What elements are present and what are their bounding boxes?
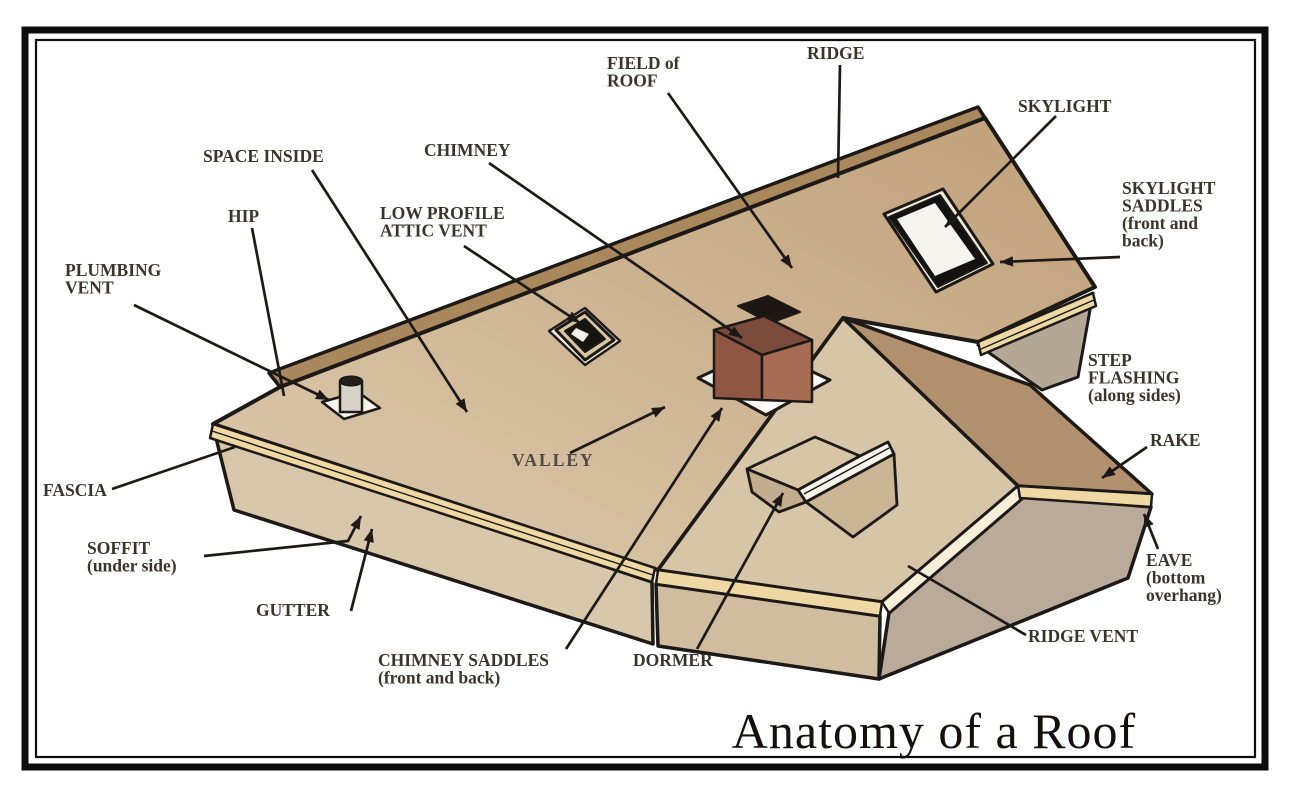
leader-skylight: [944, 115, 1057, 228]
leader-dormer: [695, 492, 785, 650]
leader-hip: [250, 227, 286, 397]
label-chimney: CHIMNEY: [424, 140, 511, 160]
cross-wing-eave-board: [654, 568, 884, 618]
chimney-graphic: [696, 295, 832, 417]
leader-arrow-plumbing-vent: [315, 389, 329, 400]
attic-vent-glint: [571, 328, 589, 342]
plumbing-vent-cap: [339, 375, 363, 387]
leader-arrow-rake: [1102, 466, 1116, 478]
chimney-side-face: [760, 338, 814, 404]
leader-plumbing-vent: [133, 303, 330, 402]
dormer-panel-line: [803, 447, 890, 495]
dormer-front-face: [745, 467, 808, 514]
roof-illustration: [208, 105, 1154, 681]
leader-arrow-gutter: [363, 529, 374, 543]
label-valley: VALLEY: [512, 450, 595, 470]
label-ridge-vent: RIDGE VENT: [1028, 626, 1138, 646]
leader-arrow-skylight-saddles: [1000, 256, 1014, 267]
right-eave-line: [980, 299, 1095, 350]
leader-arrow-soffit: [350, 516, 361, 530]
leader-gutter: [349, 528, 374, 612]
leader-chimney: [488, 161, 743, 340]
leader-fascia: [111, 445, 236, 491]
leader-space-inside: [310, 169, 469, 413]
leader-arrow-low-profile-attic-vent: [566, 311, 580, 323]
leader-ridge: [836, 64, 842, 179]
skylight-graphic: [882, 187, 995, 294]
label-hip: HIP: [228, 206, 259, 226]
label-fascia: FASCIA: [43, 480, 107, 500]
label-rake: RAKE: [1150, 430, 1201, 450]
outer-frame: [21, 26, 1269, 771]
label-skylight: SKYLIGHT: [1018, 96, 1112, 116]
leader-arrow-eave: [1144, 514, 1154, 529]
rake-board: [1016, 484, 1154, 509]
label-dormer: DORMER: [633, 650, 713, 670]
leader-arrow-space-inside: [455, 398, 467, 412]
inner-frame: [34, 38, 1257, 759]
leader-valley: [569, 405, 666, 455]
leader-ridge-vent: [907, 564, 1027, 637]
leader-chimney-saddles: [564, 407, 724, 650]
label-ridge: RIDGE: [807, 43, 864, 63]
gutter-line: [211, 430, 654, 576]
dormer-side-face: [804, 452, 899, 539]
leader-low-profile-attic-vent: [463, 244, 581, 325]
plumbing-vent-graphic: [320, 375, 382, 421]
label-soffit: SOFFIT(under side): [87, 538, 177, 576]
leader-field-of-roof: [666, 92, 794, 269]
leader-arrow-field-of-roof: [780, 254, 792, 268]
label-space-inside: SPACE INSIDE: [203, 146, 324, 166]
diagram-title: Anatomy of a Roof: [732, 703, 1136, 759]
leader-arrow-skylight: [945, 214, 958, 227]
leader-arrow-valley: [651, 407, 665, 418]
leader-arrow-chimney: [728, 326, 742, 338]
leader-arrow-dormer: [772, 493, 783, 507]
leader-skylight-saddles: [999, 255, 1121, 264]
leader-lines: [111, 64, 1160, 650]
skylight-pane: [897, 203, 975, 276]
label-chimney-saddles: CHIMNEY SADDLES(front and back): [378, 650, 549, 688]
label-gutter: GUTTER: [256, 600, 330, 620]
dormer-graphic: [745, 435, 899, 539]
leader-arrow-chimney-saddles: [710, 408, 722, 422]
